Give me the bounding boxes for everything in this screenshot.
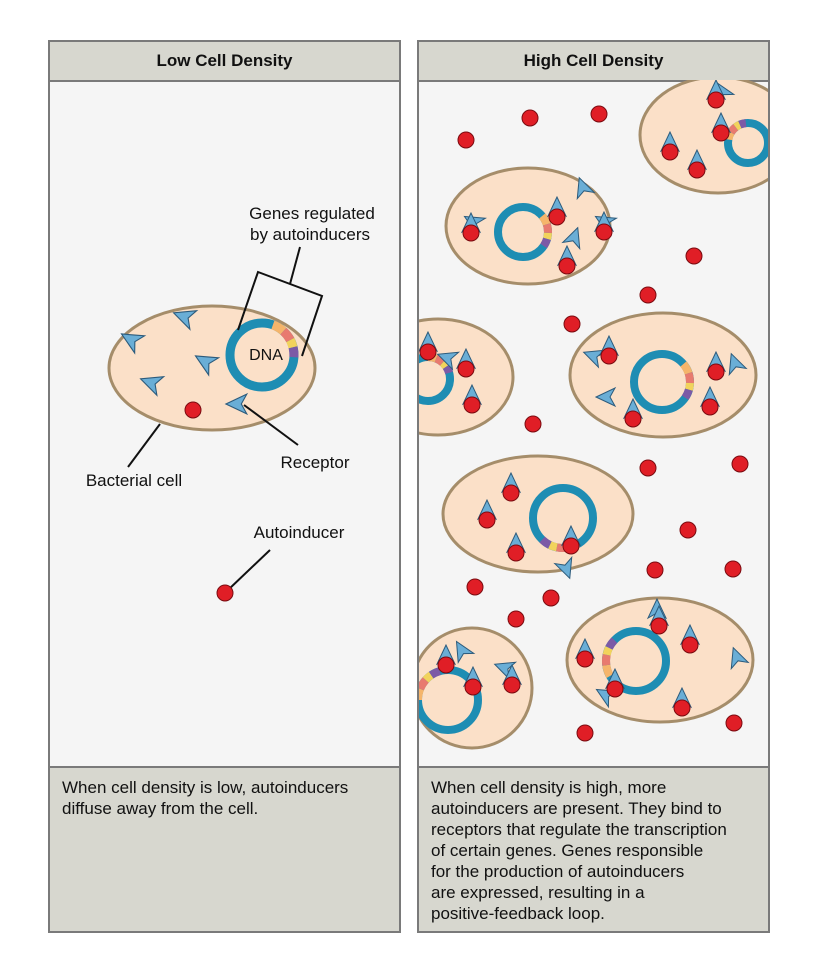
high-density-caption: When cell density is high, more autoindu… (419, 766, 768, 931)
low-density-caption: When cell density is low, autoinducers d… (50, 766, 399, 931)
low-density-title: Low Cell Density (50, 42, 399, 82)
low-density-panel: Low Cell Density When cell density is lo… (48, 40, 401, 933)
high-density-panel: High Cell Density When cell density is h… (417, 40, 770, 933)
high-density-title: High Cell Density (419, 42, 768, 82)
